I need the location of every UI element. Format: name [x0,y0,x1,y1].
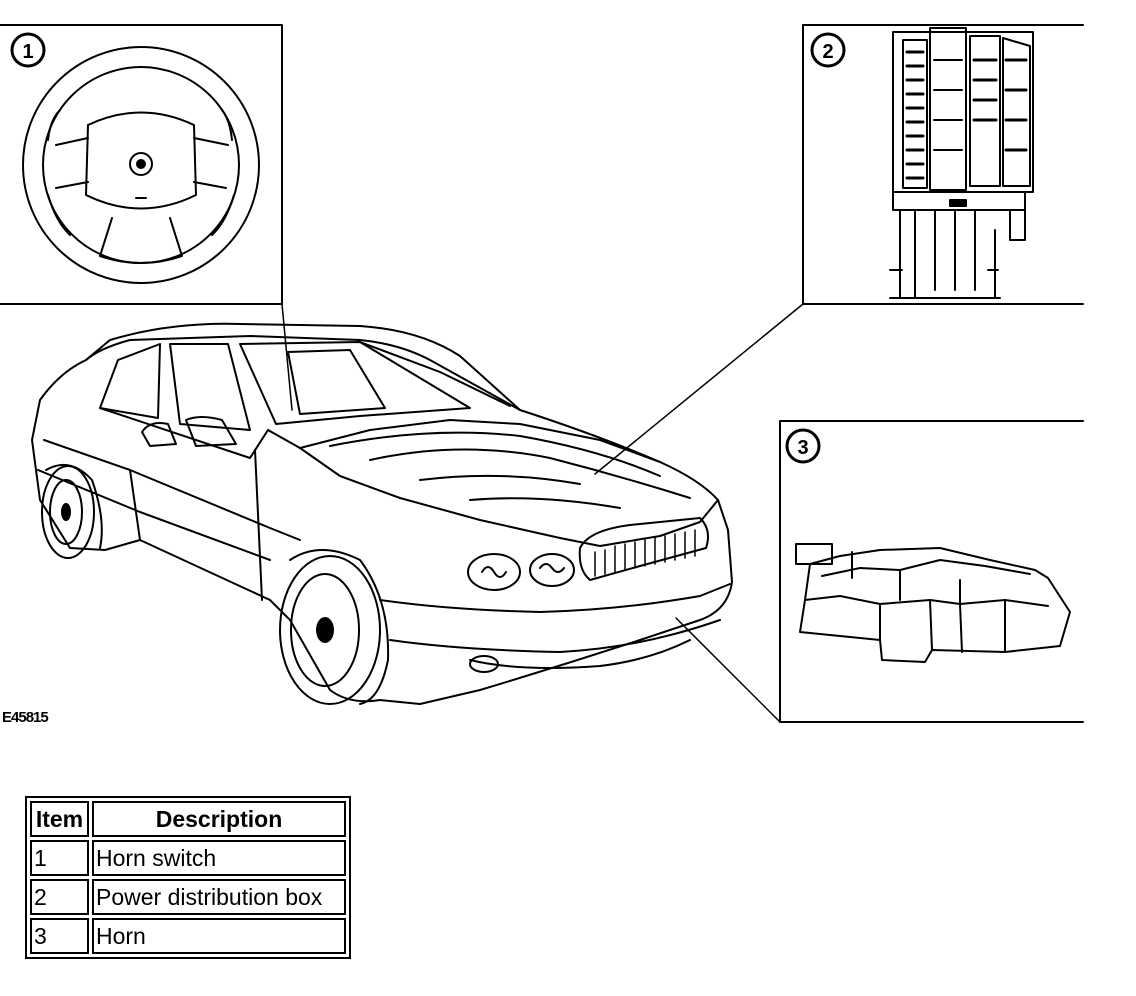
callout-badge-3: 3 [785,428,821,464]
legend-item-description: Power distribution box [92,879,346,915]
svg-text:1: 1 [22,41,33,63]
legend-item-number: 1 [30,840,89,876]
legend-header-description: Description [92,801,346,837]
front-wheel [279,549,390,705]
legend-table: Item Description 1 Horn switch 2 Power d… [25,796,351,959]
svg-text:2: 2 [822,41,833,63]
horn-drawing [795,543,1071,663]
callout-badge-2: 2 [810,32,846,68]
legend-item-description: Horn [92,918,346,954]
inset-panel-1: 1 [0,24,293,411]
vehicle-drawing [31,322,733,705]
power-distribution-box-drawing [889,27,1034,299]
legend-row: 2 Power distribution box [30,879,346,915]
leader-line-1 [281,303,293,411]
steering-wheel-drawing [22,46,260,284]
legend-header-item: Item [30,801,89,837]
legend-item-description: Horn switch [92,840,346,876]
legend-item-number: 2 [30,879,89,915]
svg-text:3: 3 [797,437,808,459]
legend-item-number: 3 [30,918,89,954]
rear-wheel [41,463,103,559]
inset-panel-2: 2 [594,24,1084,475]
side-mirror [141,422,177,447]
legend-row: 1 Horn switch [30,840,346,876]
legend-header-row: Item Description [30,801,346,837]
horn-system-diagram: 1 2 [0,24,1084,723]
legend-row: 3 Horn [30,918,346,954]
figure-code: E45815 [2,709,49,726]
leader-line-3 [675,617,781,723]
callout-badge-1: 1 [10,32,46,68]
leader-line-2 [594,303,804,475]
inset-panel-3: 3 [675,420,1084,723]
